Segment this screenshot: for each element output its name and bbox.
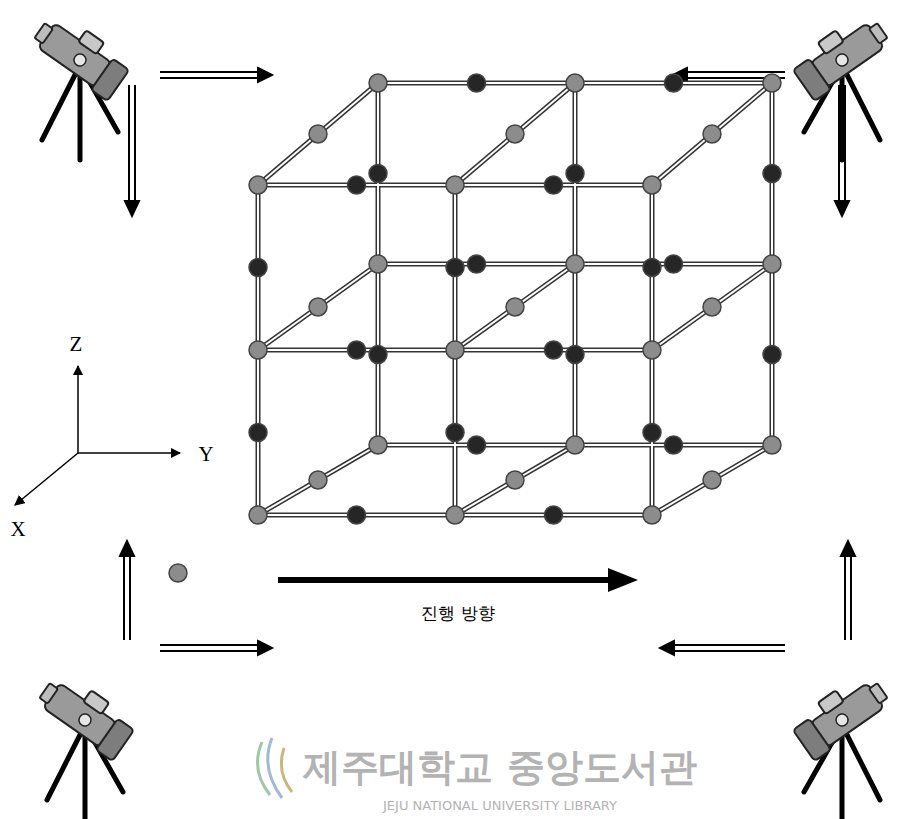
lattice-bar — [455, 264, 575, 350]
gray-particle — [309, 471, 327, 489]
gray-particle — [643, 176, 661, 194]
black-particle — [763, 165, 781, 183]
gray-particle — [446, 176, 464, 194]
black-particle — [545, 506, 563, 524]
black-particle — [249, 424, 267, 442]
lattice-bar — [258, 83, 378, 185]
black-particle — [545, 176, 563, 194]
black-particle — [348, 341, 366, 359]
black-particle — [643, 259, 661, 277]
lattice-bar — [455, 83, 575, 185]
black-particle — [665, 255, 683, 273]
direction-arrowhead — [608, 568, 638, 592]
lattice-bar — [652, 264, 772, 350]
black-particle — [348, 176, 366, 194]
lattice — [249, 74, 781, 524]
gray-particle — [506, 471, 524, 489]
black-particle — [665, 436, 683, 454]
particle-dot — [169, 564, 187, 582]
gray-particle — [506, 298, 524, 316]
gray-particle — [643, 506, 661, 524]
black-particle — [468, 255, 486, 273]
black-particle — [468, 436, 486, 454]
black-particle — [446, 424, 464, 442]
view-arrows — [120, 68, 855, 655]
lattice-bar — [455, 83, 575, 185]
watermark: JEJU NATIONAL UNIVERSITY LIBRARY — [383, 799, 617, 813]
gray-particle — [249, 506, 267, 524]
camera-icon — [34, 668, 139, 819]
black-particle — [643, 424, 661, 442]
gray-particle — [763, 74, 781, 92]
gray-particle — [703, 471, 721, 489]
gray-particle — [309, 125, 327, 143]
direction-label: 진행 방향 — [421, 604, 494, 623]
lattice-bar — [258, 83, 378, 185]
lattice-bar — [652, 445, 772, 515]
lattice-bar — [455, 264, 575, 350]
gray-particle — [446, 341, 464, 359]
gray-particle — [249, 341, 267, 359]
gray-particle — [369, 74, 387, 92]
camera-icon — [29, 8, 134, 160]
black-particle — [369, 346, 387, 364]
black-particle — [665, 74, 683, 92]
gray-particle — [703, 298, 721, 316]
axis-label: Y — [198, 443, 213, 466]
black-particle — [545, 341, 563, 359]
gray-particle — [446, 506, 464, 524]
lattice-bar — [258, 445, 378, 515]
black-particle — [763, 346, 781, 364]
lattice-bar — [652, 264, 772, 350]
black-particle — [566, 165, 584, 183]
black-particle — [369, 165, 387, 183]
black-particle — [446, 259, 464, 277]
gray-particle — [566, 74, 584, 92]
watermark: 제주대학교 중앙도서관 — [303, 747, 696, 789]
gray-particle — [763, 255, 781, 273]
gray-particle — [566, 255, 584, 273]
gray-particle — [643, 341, 661, 359]
watermark-logo — [258, 738, 293, 798]
gray-particle — [309, 298, 327, 316]
lattice-bar — [258, 445, 378, 515]
axis-triad — [15, 366, 180, 505]
axis-label: X — [10, 518, 25, 541]
black-particle — [566, 346, 584, 364]
lattice-bar — [652, 445, 772, 515]
black-particle — [348, 506, 366, 524]
lattice-bar — [258, 264, 378, 350]
gray-particle — [763, 436, 781, 454]
axis-label: Z — [70, 333, 83, 356]
lattice-bar — [652, 83, 772, 185]
direction-arrow — [278, 577, 612, 583]
black-particle — [249, 259, 267, 277]
lattice-bar — [455, 445, 575, 515]
camera-icon — [788, 8, 893, 160]
gray-particle — [369, 255, 387, 273]
gray-particle — [249, 176, 267, 194]
gray-particle — [506, 125, 524, 143]
gray-particle — [369, 436, 387, 454]
lattice-bar — [455, 445, 575, 515]
gray-particle — [566, 436, 584, 454]
camera-icon — [788, 668, 893, 819]
gray-particle — [703, 125, 721, 143]
lattice-bar — [258, 264, 378, 350]
black-particle — [468, 74, 486, 92]
lattice-bar — [652, 83, 772, 185]
